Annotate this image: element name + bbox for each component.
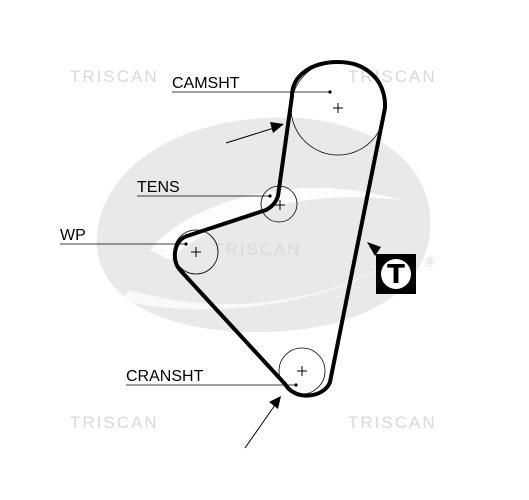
background-logo: ® xyxy=(96,117,436,333)
timing-belt xyxy=(172,60,388,398)
arrow-icon xyxy=(225,122,284,144)
registered-mark: ® xyxy=(424,255,436,269)
camshaft-label: CAMSHT xyxy=(172,75,240,92)
camshaft-centre-mark xyxy=(333,103,343,113)
watermark-top-left: TRISCAN xyxy=(70,67,159,86)
tensioner-leader xyxy=(137,194,272,198)
watermark-bottom-right: TRISCAN xyxy=(348,413,437,432)
arrow-icon xyxy=(244,396,281,449)
crankshaft-label: CRANSHT xyxy=(126,368,204,385)
crankshaft-leader xyxy=(126,383,298,387)
arrow-icon xyxy=(367,242,381,256)
crankshaft-centre-mark xyxy=(297,366,307,376)
tension-symbol-letter: T xyxy=(387,260,405,290)
water-pump-leader xyxy=(60,242,188,246)
tensioner-centre-mark xyxy=(275,200,285,210)
tension-symbol-icon: T xyxy=(376,254,416,294)
leader-lines xyxy=(60,90,332,387)
watermark-center: TRISCAN xyxy=(213,240,302,259)
watermark-top-right: TRISCAN xyxy=(348,67,437,86)
water-pump-centre-mark xyxy=(191,247,201,257)
watermark-bottom-left: TRISCAN xyxy=(70,413,159,432)
pulley-centres xyxy=(191,103,343,376)
water-pump-label: WP xyxy=(60,227,86,244)
camshaft-leader xyxy=(172,90,332,94)
tensioner-label: TENS xyxy=(137,179,180,196)
